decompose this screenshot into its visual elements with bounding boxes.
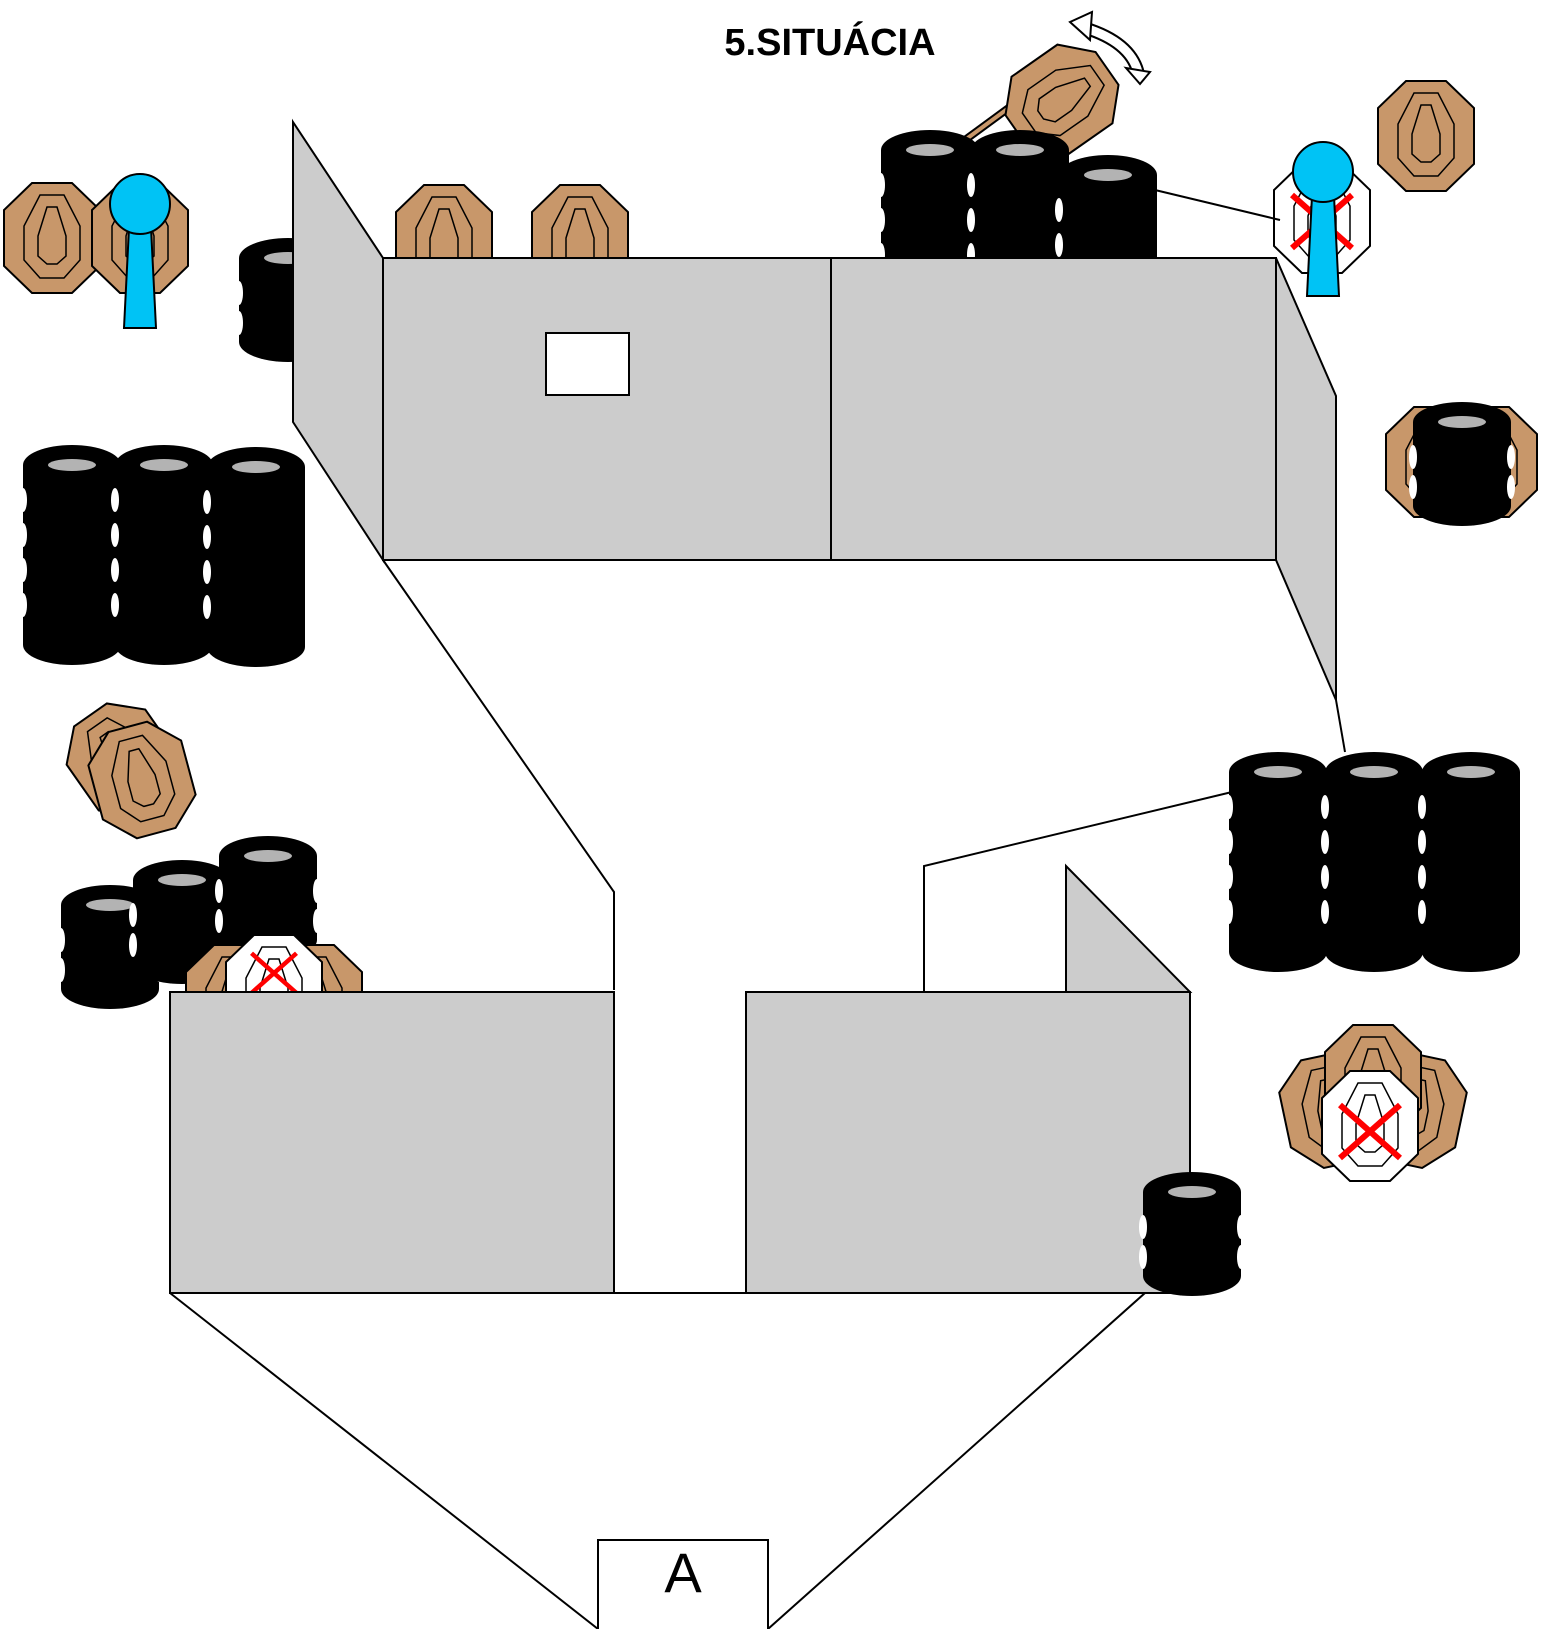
swinger-target	[962, 28, 1136, 172]
no-shoot-target-icon	[1321, 1070, 1419, 1182]
fault-lines	[169, 559, 1346, 1629]
tire-stack-icon	[19, 445, 121, 665]
fault-line	[1154, 189, 1281, 221]
tire-stack-icon	[1409, 402, 1515, 526]
tire-stack-icon	[1225, 752, 1327, 972]
window-port	[545, 332, 630, 396]
tire-stack-icon	[1321, 752, 1423, 972]
tire-stack-icon	[111, 445, 213, 665]
page-title: 5.SITUÁCIA	[724, 22, 936, 64]
main-wall	[292, 118, 1337, 701]
tire-stack-icon	[1418, 752, 1520, 972]
swing-arrow-icon	[1068, 10, 1152, 86]
lower-right-wall	[745, 863, 1193, 1294]
start-box-label: A	[664, 1541, 702, 1604]
tire-stack-icon	[203, 447, 305, 667]
lower-left-wall	[169, 991, 615, 1294]
tire-stack-icon	[1139, 1172, 1245, 1296]
start-box	[597, 1539, 769, 1629]
paper-target-icon	[1377, 80, 1475, 192]
paper-target-icon	[3, 182, 101, 294]
